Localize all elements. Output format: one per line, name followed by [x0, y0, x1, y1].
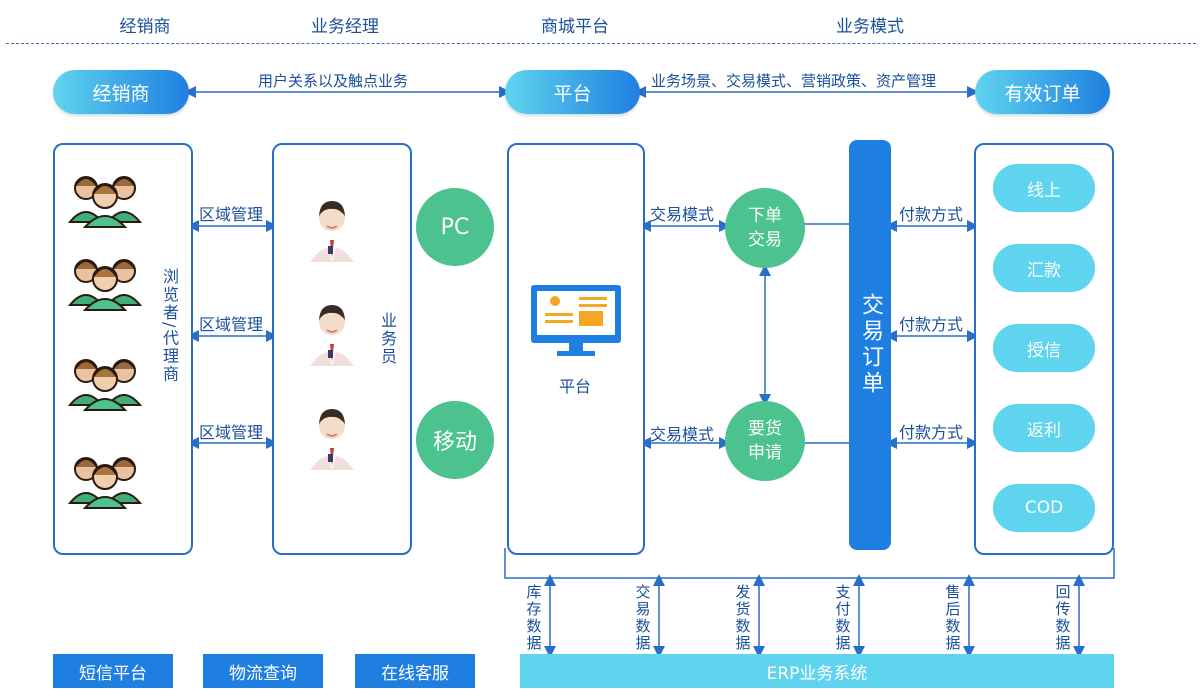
data-label-payment: 支付数据	[835, 583, 851, 652]
computer-monitor-icon	[531, 285, 621, 356]
distributor-pill: 经销商	[53, 70, 189, 114]
relation-label: 用户关系以及触点业务	[258, 72, 409, 90]
payment-credit: 授信	[993, 324, 1095, 372]
data-label-aftersale: 售后数据	[945, 583, 961, 652]
erp-system-bar: ERP业务系统	[520, 654, 1114, 688]
trade-mode-label-2: 交易模式	[650, 425, 715, 444]
payment-rebate: 返利	[993, 404, 1095, 452]
salesperson-icon	[310, 409, 354, 470]
user-group-icon	[68, 259, 143, 311]
region-label-3: 区域管理	[199, 423, 264, 442]
platform-pill: 平台	[505, 70, 640, 114]
pc-channel: PC	[416, 188, 494, 266]
header-divider	[6, 43, 1196, 44]
data-label-shipping: 发货数据	[735, 583, 751, 652]
data-label-return: 回传数据	[1055, 583, 1071, 652]
user-group-icon	[68, 176, 143, 228]
region-label-1: 区域管理	[199, 205, 264, 224]
online-service-button[interactable]: 在线客服	[355, 654, 475, 688]
data-label-trade: 交易数据	[635, 583, 651, 652]
mobile-channel: 移动	[416, 401, 494, 479]
trade-order-bar: 交易订单	[849, 140, 891, 550]
order-trade-node: 下单交易	[725, 188, 805, 268]
data-label-inventory: 库存数据	[526, 583, 542, 652]
salesperson-icon	[310, 201, 354, 262]
salesperson-icon	[310, 305, 354, 366]
header-mall: 商城平台	[541, 17, 609, 37]
header-manager: 业务经理	[311, 17, 379, 37]
browser-agent-label: 浏览者/代理商	[160, 268, 179, 384]
sales-label: 业务员	[378, 312, 397, 366]
payment-label-3: 付款方式	[899, 423, 964, 442]
goods-request-node: 要货申请	[725, 401, 805, 481]
sms-platform-button[interactable]: 短信平台	[53, 654, 173, 688]
payment-cod: COD	[993, 484, 1095, 532]
header-mode: 业务模式	[836, 17, 904, 37]
payment-label-1: 付款方式	[899, 205, 964, 224]
platform-label: 平台	[559, 377, 592, 396]
region-label-2: 区域管理	[199, 315, 264, 334]
logistics-query-button[interactable]: 物流查询	[203, 654, 323, 688]
header-distributor: 经销商	[119, 17, 171, 37]
user-group-icon	[68, 457, 143, 509]
user-group-icon	[68, 359, 143, 411]
payment-online: 线上	[993, 164, 1095, 212]
payment-label-2: 付款方式	[899, 315, 964, 334]
scenes-label: 业务场景、交易模式、营销政策、资产管理	[651, 72, 937, 90]
payment-remittance: 汇款	[993, 244, 1095, 292]
orders-pill: 有效订单	[975, 70, 1110, 114]
trade-mode-label-1: 交易模式	[650, 205, 715, 224]
trade-order-label: 交易订单	[858, 293, 883, 397]
